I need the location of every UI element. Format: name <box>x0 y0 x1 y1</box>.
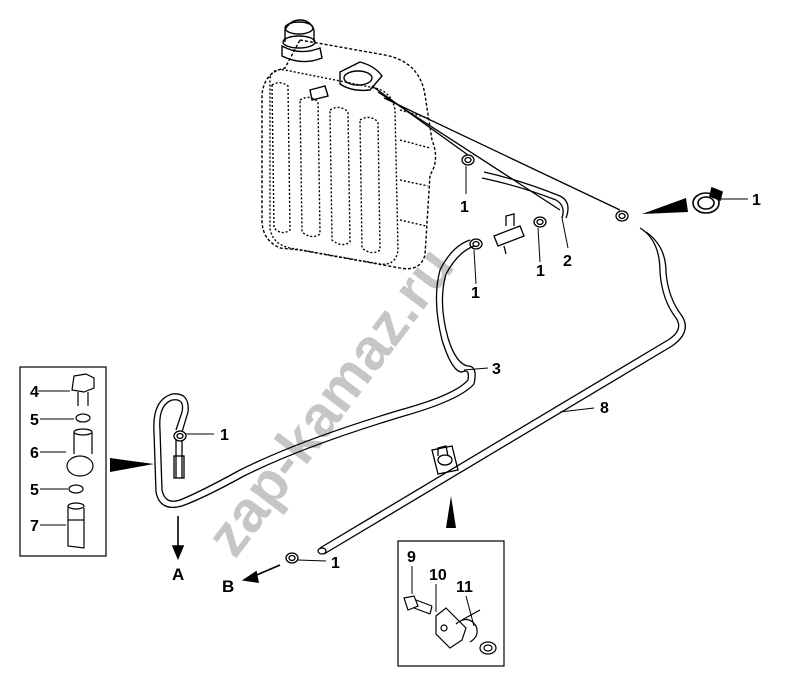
clip-mid-b <box>469 238 483 250</box>
hose-clips <box>173 154 723 564</box>
inset-left-label-5a: 5 <box>30 412 39 429</box>
inset-left-label-5b: 5 <box>30 482 39 499</box>
callout-1-top: 1 <box>460 199 469 216</box>
direction-label-b: B <box>222 577 234 596</box>
pointer-to-clamp <box>642 198 688 214</box>
clip-top <box>461 154 475 166</box>
callout-1-bottom: 1 <box>331 555 340 572</box>
direction-arrows <box>171 516 281 583</box>
hose-lines <box>153 85 686 555</box>
pointer-to-left-inset <box>110 458 154 472</box>
clip-left <box>173 430 187 442</box>
inset-left-label-6: 6 <box>30 445 39 462</box>
inset-left-label-4: 4 <box>30 384 39 401</box>
pointer-arrows <box>110 198 688 528</box>
tee-fitting <box>493 213 525 255</box>
inset-bottom-label-10: 10 <box>429 567 447 584</box>
callout-1-right: 1 <box>752 192 761 209</box>
leader-lines <box>186 166 748 562</box>
pointer-to-bottom-inset <box>446 496 456 528</box>
clip-mid-a <box>533 216 547 228</box>
inset-left <box>19 366 107 557</box>
watermark: zap-kamaz.ru <box>193 235 466 568</box>
inset-bottom-label-11: 11 <box>456 579 473 596</box>
clip-right <box>615 210 629 222</box>
fuel-tank <box>261 19 437 270</box>
hose-bracket <box>431 445 459 475</box>
callout-1-mid-a: 1 <box>536 263 545 280</box>
hose-clamp-detail <box>692 186 723 214</box>
callout-1-left: 1 <box>220 427 229 444</box>
callout-2: 2 <box>563 253 572 270</box>
callout-1-mid-b: 1 <box>471 285 480 302</box>
clip-bottom <box>285 552 299 564</box>
inset-bottom <box>397 540 505 667</box>
inset-left-label-7: 7 <box>30 518 39 535</box>
callout-8: 8 <box>600 400 609 417</box>
direction-label-a: A <box>172 565 184 584</box>
callout-3: 3 <box>492 361 501 378</box>
inset-bottom-label-9: 9 <box>407 549 416 566</box>
